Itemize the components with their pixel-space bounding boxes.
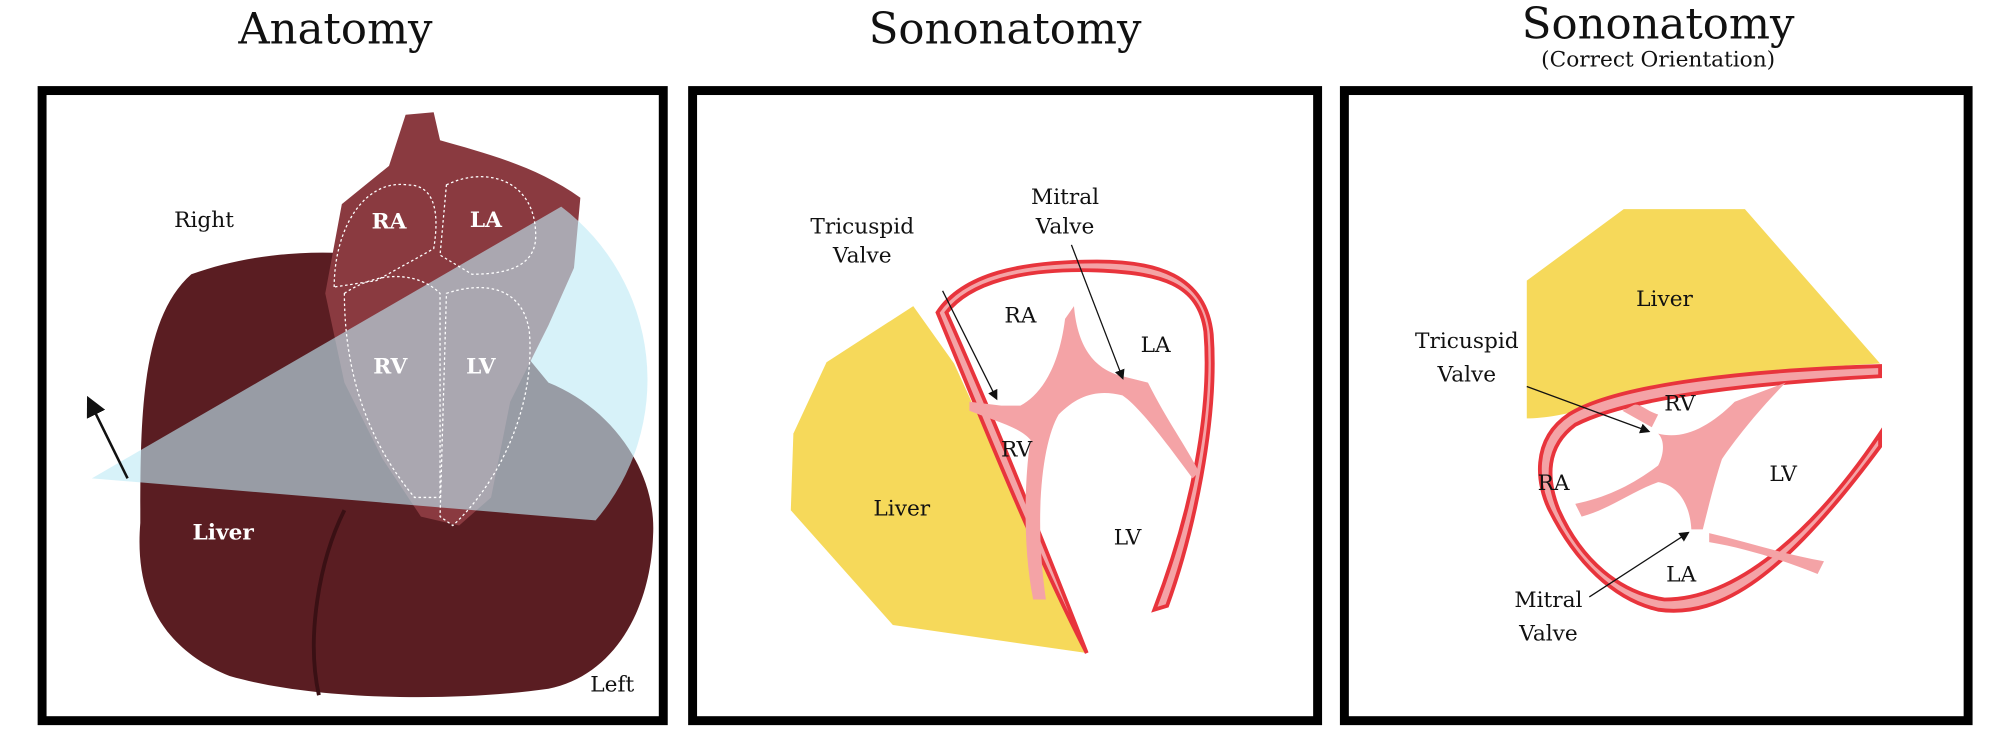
label-ra: RA (1538, 471, 1570, 496)
panel-title: Sononatomy (869, 4, 1142, 54)
label-tricuspid-valve: Valve (1437, 362, 1497, 387)
label-lv: LV (1769, 462, 1797, 487)
label-liver: Liver (193, 521, 255, 546)
sononatomy-panel: Sononatomy Tricuspid Valve Mitral Valve … (688, 4, 1323, 726)
label-mitral: Mitral (1031, 185, 1099, 210)
ultrasound-fan (91, 206, 648, 521)
heart-septum (969, 306, 1199, 600)
anatomy-panel: Anatomy Right RA LA RV LV Liver Left (37, 4, 668, 726)
label-la: LA (470, 208, 503, 233)
panel-title: Anatomy (237, 4, 433, 54)
label-tricuspid: Tricuspid (1415, 329, 1519, 354)
label-lv: LV (466, 355, 497, 380)
sononatomy-correct-panel: Sononatomy (Correct Orientation) Liver T… (1339, 0, 1973, 726)
label-la: LA (1141, 333, 1171, 358)
liver-shape (790, 306, 1087, 654)
label-lv: LV (1114, 526, 1142, 551)
heart-septum (1575, 382, 1824, 574)
mitral-arrow (1588, 531, 1690, 598)
label-rv: RV (1001, 438, 1033, 463)
label-right: Right (174, 208, 234, 233)
label-liver: Liver (873, 496, 930, 521)
label-tricuspid-valve: Valve (832, 244, 892, 269)
panel-title: Sononatomy (1522, 0, 1795, 49)
label-ra: RA (372, 209, 408, 234)
rotation-arrow (86, 395, 129, 479)
label-la: LA (1666, 563, 1696, 588)
label-mitral-valve: Valve (1518, 621, 1578, 646)
tricuspid-arrow (1526, 385, 1651, 434)
label-mitral: Mitral (1514, 588, 1582, 613)
label-tricuspid: Tricuspid (810, 214, 914, 239)
label-mitral-valve: Valve (1035, 214, 1095, 239)
chamber-outlines (333, 176, 537, 527)
mitral-arrow (1070, 244, 1125, 380)
label-liver: Liver (1636, 287, 1693, 312)
panel-frame (1339, 86, 1973, 726)
label-rv: RV (1664, 392, 1696, 417)
label-rv: RV (373, 355, 408, 380)
liver-lobe-line (311, 509, 347, 696)
tricuspid-arrow (942, 290, 998, 401)
liver-shape (1526, 209, 1881, 419)
label-left: Left (590, 672, 634, 697)
heart-wall (935, 259, 1215, 654)
panel-subtitle: (Correct Orientation) (1541, 47, 1775, 72)
label-ra: RA (1004, 304, 1036, 329)
heart-wall (1537, 364, 1883, 613)
